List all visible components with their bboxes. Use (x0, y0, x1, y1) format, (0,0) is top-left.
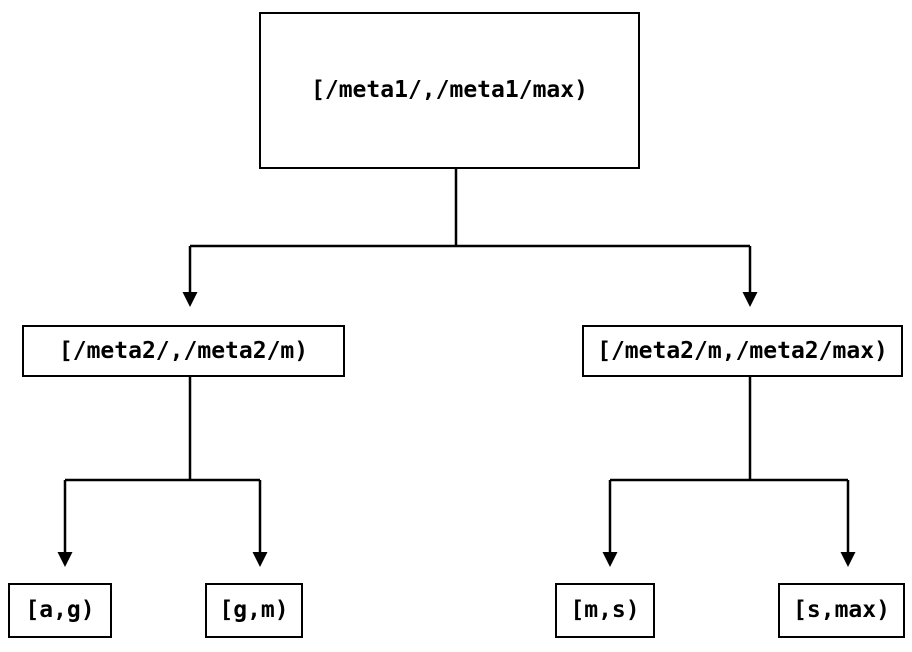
arrowhead-down-icon (742, 292, 758, 307)
tree-node-root: [/meta1/,/meta1/max) (259, 12, 640, 169)
tree-node-root-label: [/meta1/,/meta1/max) (311, 77, 588, 103)
connector-meta2high-to-leaves (608, 377, 850, 552)
tree-node-leaf-ag: [a,g) (8, 583, 112, 638)
connector-root-to-children (188, 169, 752, 292)
tree-node-meta2-low-label: [/meta2/,/meta2/m) (58, 337, 309, 364)
arrowhead-down-icon (602, 552, 618, 567)
arrowhead-down-icon (840, 552, 856, 567)
tree-node-leaf-ms: [m,s) (555, 583, 655, 638)
tree-node-leaf-gm-label: [g,m) (219, 597, 289, 623)
tree-node-meta2-high: [/meta2/m,/meta2/max) (582, 325, 903, 377)
connector-meta2low-to-leaves (63, 377, 262, 552)
tree-node-leaf-gm: [g,m) (205, 583, 303, 638)
tree-node-leaf-ms-label: [m,s) (570, 597, 640, 623)
arrowhead-down-icon (57, 552, 73, 567)
tree-node-meta2-high-label: [/meta2/m,/meta2/max) (597, 337, 888, 364)
tree-node-meta2-low: [/meta2/,/meta2/m) (22, 325, 345, 377)
tree-node-leaf-smax-label: [s,max) (793, 597, 890, 623)
arrowhead-down-icon (182, 292, 198, 307)
tree-node-leaf-ag-label: [a,g) (25, 597, 95, 623)
tree-node-leaf-smax: [s,max) (778, 583, 905, 638)
arrowhead-down-icon (252, 552, 268, 567)
